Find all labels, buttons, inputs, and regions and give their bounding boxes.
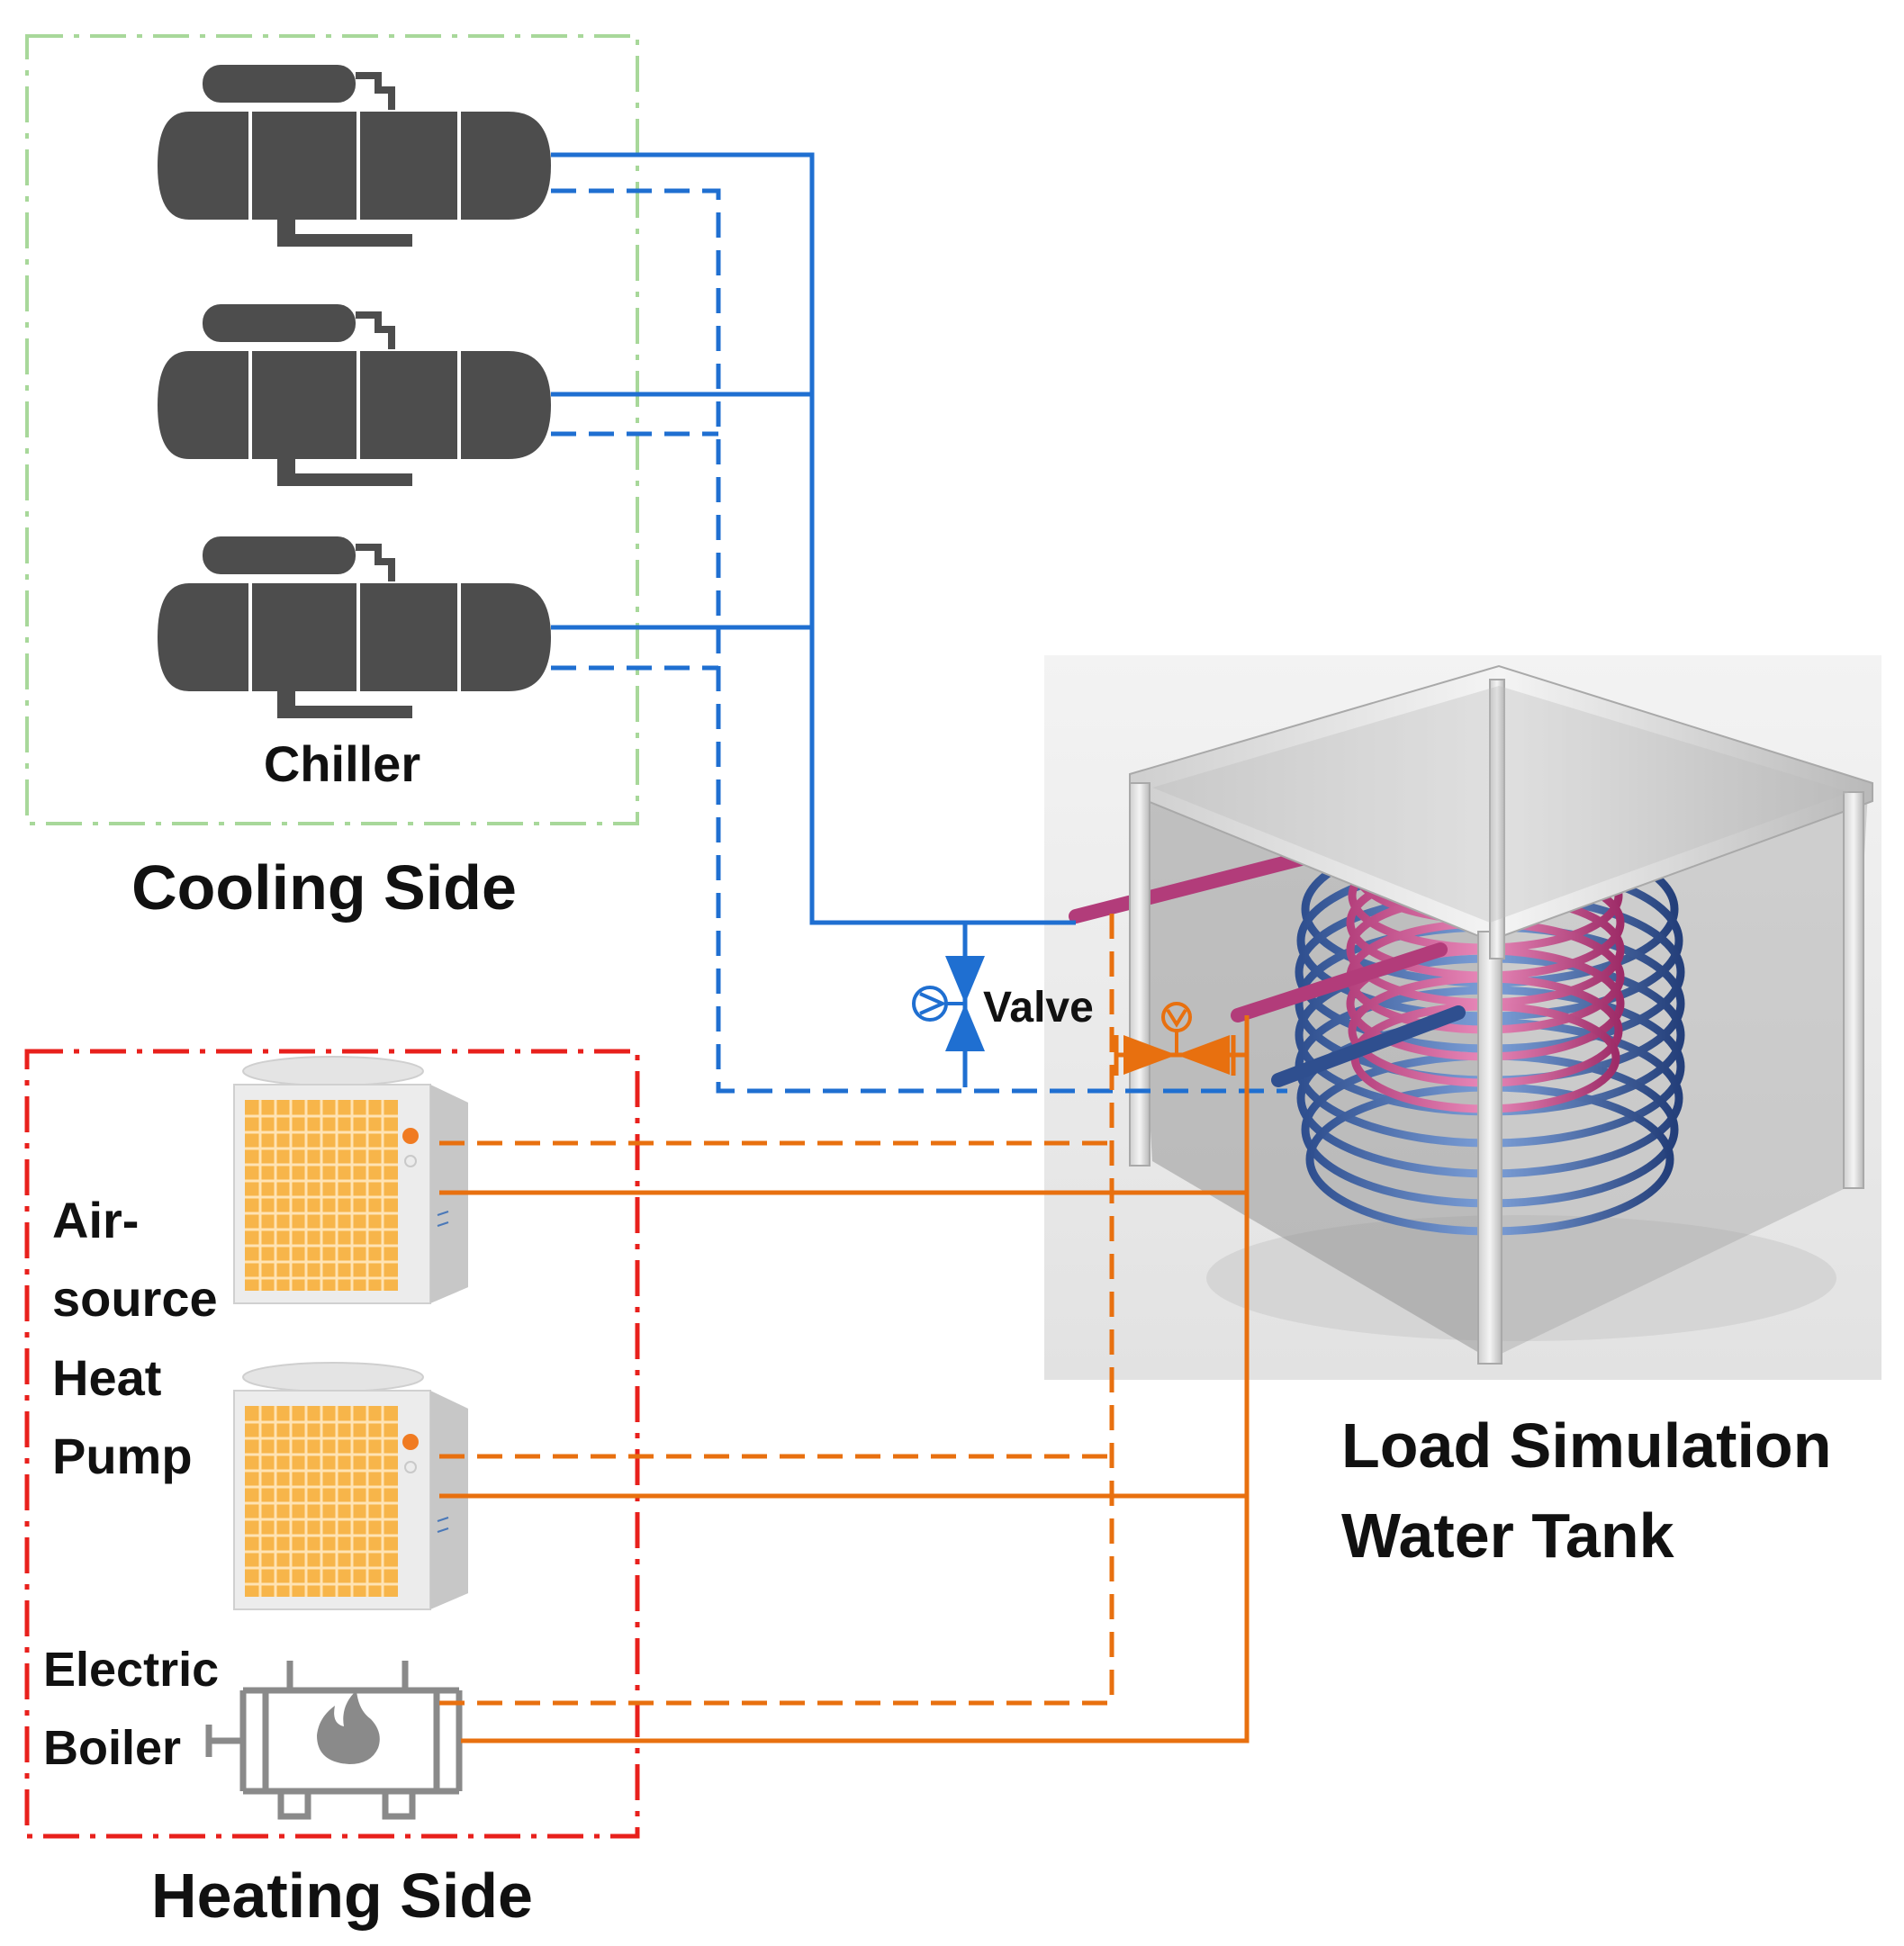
electric-boiler-icon [205,1661,463,1820]
valve-icon [1114,1035,1247,1076]
boiler-label-line1: Electric [43,1643,219,1697]
pump-icon [912,986,965,1022]
tank-label-line1: Load Simulation [1341,1410,1831,1481]
chiller-icon [158,65,551,247]
heat-pump-icon [232,1055,470,1305]
pump-icon [1161,1002,1192,1055]
cooling-supply-pipes [551,152,1076,925]
valve-label: Valve [983,984,1094,1032]
boiler-label-line2: Boiler [43,1721,181,1775]
cooling-side-label: Cooling Side [131,852,517,923]
heat-pump-icon [232,1361,470,1611]
ashp-label-line2: source [52,1270,218,1327]
heating-side-boundary [24,1049,640,1839]
ashp-label-line3: Heat [52,1349,161,1406]
tank-label-line2: Water Tank [1341,1500,1674,1571]
chiller-icon [158,304,551,486]
flame-icon [317,1690,380,1764]
heating-side-label: Heating Side [151,1860,533,1931]
chiller-label: Chiller [264,735,420,792]
chiller-icon [158,536,551,718]
water-tank-icon [1044,655,1881,1380]
cooling-side-boundary [25,34,639,825]
ashp-label-line1: Air- [52,1192,139,1248]
cooling-return-pipes [551,188,1287,1094]
ashp-label-line4: Pump [52,1428,193,1484]
